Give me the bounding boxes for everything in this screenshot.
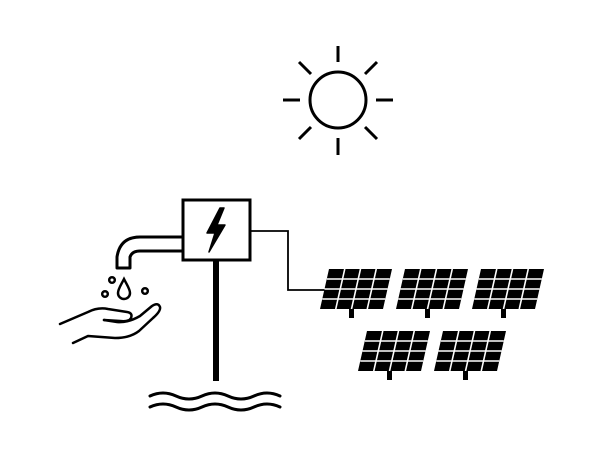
solar-panel-icon <box>357 330 431 381</box>
solar-panel-icon <box>433 330 507 381</box>
open-hand-icon <box>58 303 162 345</box>
water-drop-icon <box>100 289 110 299</box>
sun-icon <box>283 46 393 155</box>
power-cable <box>250 230 325 291</box>
water-drop-icon <box>107 275 117 285</box>
water-waves-icon <box>148 391 282 412</box>
control-box <box>181 198 252 262</box>
pump-pole <box>213 260 219 381</box>
solar-panel-icon <box>395 268 469 319</box>
solar-panel-icon <box>471 268 545 319</box>
water-drop-icon <box>116 276 132 301</box>
water-drops <box>100 275 150 301</box>
water-drop-icon <box>140 286 150 296</box>
solar-panel-array <box>319 268 545 381</box>
solar-panel-icon <box>319 268 393 319</box>
faucet-icon <box>115 235 183 270</box>
lightning-bolt-icon <box>206 207 226 253</box>
